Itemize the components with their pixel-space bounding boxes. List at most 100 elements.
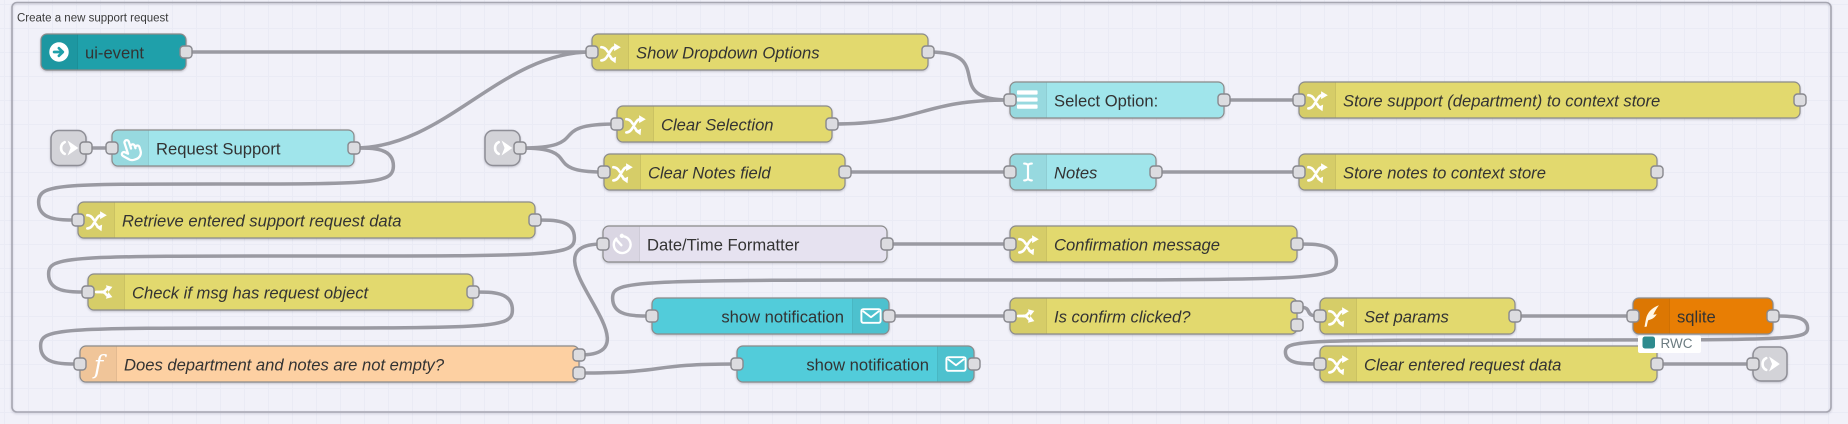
output-port[interactable] xyxy=(967,357,981,371)
node-label: Set params xyxy=(1364,308,1449,327)
wire-show_dropdown-to-select_option[interactable] xyxy=(927,50,1011,102)
wire-check_request-to-does_func[interactable] xyxy=(38,290,515,366)
node-label: Store notes to context store xyxy=(1343,164,1546,183)
input-port[interactable] xyxy=(1313,309,1327,323)
node-clear_notes[interactable]: Clear Notes field xyxy=(597,153,852,191)
output-port[interactable] xyxy=(880,237,894,251)
node-label: Clear entered request data xyxy=(1364,356,1561,375)
shuffle-icon xyxy=(600,43,621,64)
output-port[interactable] xyxy=(838,165,852,179)
shuffle-icon xyxy=(1307,163,1328,184)
shuffle-icon xyxy=(1328,307,1349,328)
wire-link_in_2-to-clear_notes[interactable] xyxy=(519,146,605,174)
input-port[interactable] xyxy=(71,213,85,227)
node-notes[interactable]: Notes xyxy=(1003,153,1163,191)
flow-group[interactable]: Create a new support request xyxy=(11,1,1832,413)
output-port[interactable] xyxy=(1290,300,1304,314)
input-port[interactable] xyxy=(1626,309,1640,323)
wire-request_support-to-show_dropdown[interactable] xyxy=(353,50,593,150)
input-port[interactable] xyxy=(105,141,119,155)
input-port[interactable] xyxy=(81,285,95,299)
output-port[interactable] xyxy=(1290,318,1304,332)
node-check_request[interactable]: Check if msg has request object xyxy=(81,273,480,311)
wire-confirmation-to-notif1[interactable] xyxy=(610,242,1339,318)
input-port[interactable] xyxy=(1313,357,1327,371)
output-port[interactable] xyxy=(513,141,527,155)
output-port[interactable] xyxy=(1650,165,1664,179)
input-port[interactable] xyxy=(645,309,659,323)
wire-does_func-to-datetime[interactable] xyxy=(573,242,609,357)
output-port[interactable] xyxy=(1149,165,1163,179)
node-store_support[interactable]: Store support (department) to context st… xyxy=(1292,81,1807,119)
output-port[interactable] xyxy=(572,348,586,362)
node-link_in_2[interactable] xyxy=(484,129,527,167)
output-port[interactable] xyxy=(572,366,586,380)
node-set_params[interactable]: Set params xyxy=(1313,297,1522,335)
input-port[interactable] xyxy=(1292,93,1306,107)
output-port[interactable] xyxy=(1793,93,1807,107)
input-port[interactable] xyxy=(1003,309,1017,323)
node-show_dropdown[interactable]: Show Dropdown Options xyxy=(585,33,935,71)
node-is_confirm[interactable]: Is confirm clicked? xyxy=(1003,297,1304,335)
wire-clear_selection-to-select_option[interactable] xyxy=(831,98,1011,126)
node-clear_entered[interactable]: Clear entered request data xyxy=(1313,345,1664,383)
shuffle-icon xyxy=(1307,91,1328,112)
icon-shade xyxy=(1010,298,1046,334)
output-port[interactable] xyxy=(825,117,839,131)
output-port[interactable] xyxy=(466,285,480,299)
output-port[interactable] xyxy=(347,141,361,155)
node-clear_selection[interactable]: Clear Selection xyxy=(610,105,839,143)
node-label: Notes xyxy=(1054,164,1097,183)
node-store_notes[interactable]: Store notes to context store xyxy=(1292,153,1664,191)
node-ui_event[interactable]: ui-event xyxy=(40,33,193,71)
node-sqlite[interactable]: sqlite xyxy=(1626,297,1780,335)
input-port[interactable] xyxy=(730,357,744,371)
envelope-icon xyxy=(860,308,882,324)
input-port[interactable] xyxy=(1292,165,1306,179)
wire-retrieve-to-check_request[interactable] xyxy=(46,218,577,294)
node-link_out[interactable] xyxy=(1746,346,1788,382)
output-port[interactable] xyxy=(528,213,542,227)
output-port[interactable] xyxy=(1766,309,1780,323)
node-request_support[interactable]: Request Support xyxy=(105,129,361,167)
output-port[interactable] xyxy=(79,141,93,155)
wire-does_func-to-notif2[interactable] xyxy=(578,362,738,375)
output-port[interactable] xyxy=(179,45,193,59)
output-port[interactable] xyxy=(1290,237,1304,251)
output-port[interactable] xyxy=(1650,357,1664,371)
wire-link_in_2-to-clear_selection[interactable] xyxy=(519,122,618,150)
node-retrieve[interactable]: Retrieve entered support request data xyxy=(71,201,542,239)
i-beam-icon xyxy=(1023,162,1033,182)
input-port[interactable] xyxy=(1003,237,1017,251)
input-port[interactable] xyxy=(1003,165,1017,179)
node-select_option[interactable]: Select Option: xyxy=(1003,81,1231,119)
input-port[interactable] xyxy=(1003,93,1017,107)
input-port[interactable] xyxy=(585,45,599,59)
node-datetime[interactable]: Date/Time Formatter xyxy=(596,225,894,263)
shuffle-icon xyxy=(86,211,107,232)
wire-request_support-to-retrieve[interactable] xyxy=(36,146,396,222)
node-label: Date/Time Formatter xyxy=(647,236,800,255)
envelope-icon xyxy=(945,356,967,372)
output-port[interactable] xyxy=(882,309,896,323)
node-confirmation[interactable]: Confirmation message xyxy=(1003,225,1304,263)
output-port[interactable] xyxy=(1508,309,1522,323)
node-label: show notification xyxy=(806,356,929,375)
input-port[interactable] xyxy=(596,237,610,251)
group-border[interactable] xyxy=(11,1,1832,413)
node-label: show notification xyxy=(721,308,844,327)
input-port[interactable] xyxy=(1746,357,1760,371)
node-notif1[interactable]: show notification xyxy=(645,297,896,335)
node-notif2[interactable]: show notification xyxy=(730,345,981,383)
node-label: Select Option: xyxy=(1054,92,1158,111)
input-port[interactable] xyxy=(610,117,624,131)
node-link_in_1[interactable] xyxy=(50,129,93,167)
input-port[interactable] xyxy=(597,165,611,179)
wire-sqlite-to-clear_entered[interactable] xyxy=(1283,314,1810,366)
input-port[interactable] xyxy=(73,357,87,371)
output-port[interactable] xyxy=(1217,93,1231,107)
output-port[interactable] xyxy=(921,45,935,59)
